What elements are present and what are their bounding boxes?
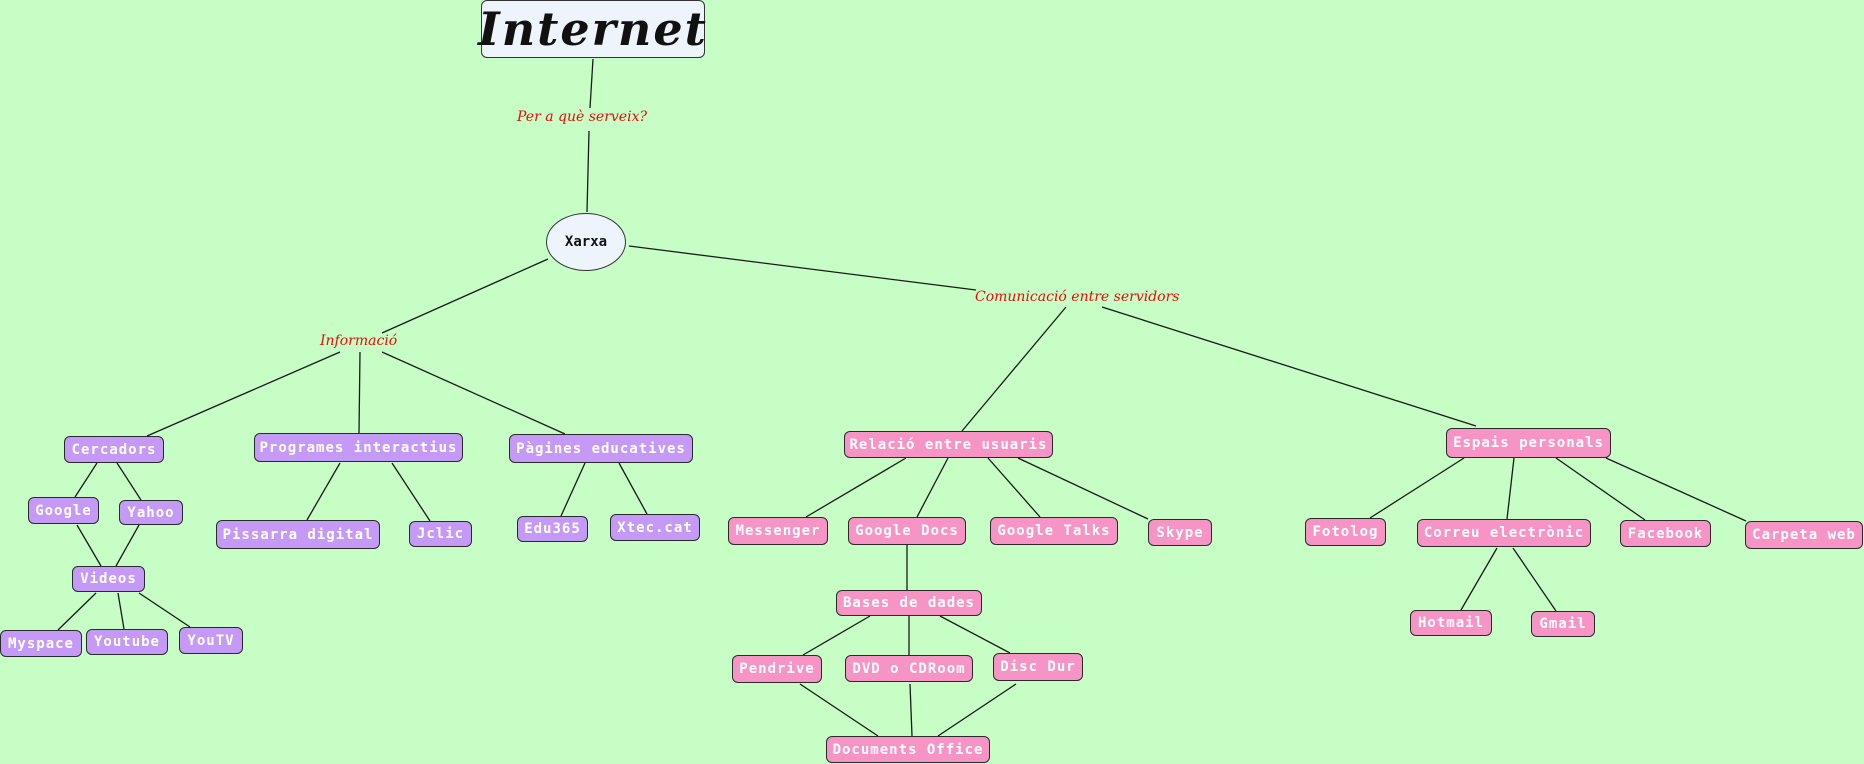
edge (138, 592, 191, 628)
edge (1369, 457, 1465, 519)
edge (589, 58, 594, 109)
node-edu365[interactable]: Edu365 (517, 516, 588, 542)
edge (909, 683, 913, 737)
edge (57, 592, 97, 631)
link-label-communication: Comunicació entre servidors (975, 289, 1180, 305)
edge (116, 462, 142, 501)
node-myspace[interactable]: Myspace (0, 630, 82, 657)
edge (146, 351, 341, 437)
edge (586, 130, 590, 213)
node-google-docs[interactable]: Google Docs (848, 517, 966, 545)
edge (1605, 457, 1747, 522)
edge (939, 615, 1011, 654)
edge (76, 524, 102, 567)
edge (117, 592, 125, 630)
link-label-info: Informació (320, 333, 398, 349)
node-bases-de-dades[interactable]: Bases de dades (836, 590, 982, 616)
node-gmail[interactable]: Gmail (1531, 611, 1595, 637)
edge (1101, 306, 1477, 427)
node-dvd-o-cdroom[interactable]: DVD o CDRoom (845, 655, 973, 682)
node-facebook[interactable]: Facebook (1620, 520, 1711, 547)
edge (1512, 547, 1557, 612)
edge (961, 306, 1067, 432)
node-pissarra-digital[interactable]: Pissarra digital (216, 520, 380, 549)
node-youtube[interactable]: Youtube (86, 629, 168, 655)
root-node-internet[interactable]: Internet (478, 0, 708, 58)
node-youtv[interactable]: YouTV (179, 627, 243, 654)
node-cercadors[interactable]: Cercadors (64, 436, 164, 463)
node-fotolog[interactable]: Fotolog (1305, 518, 1386, 546)
node-programes-interactius[interactable]: Programes interactius (254, 433, 463, 462)
edge (560, 462, 586, 517)
node-relacio-entre-usuaris[interactable]: Relació entre usuaris (844, 431, 1053, 458)
edge (358, 351, 361, 434)
node-videos[interactable]: Videos (72, 566, 145, 592)
center-node-xarxa[interactable]: Xarxa (546, 213, 626, 271)
node-yahoo[interactable]: Yahoo (119, 500, 183, 525)
node-pendrive[interactable]: Pendrive (732, 655, 822, 683)
edge (802, 615, 871, 656)
node-correu-electronic[interactable]: Correu electrònic (1417, 519, 1591, 547)
link-label-purpose: Per a què serveix? (517, 109, 647, 125)
edge (937, 683, 1017, 737)
node-carpeta-web[interactable]: Carpeta web (1745, 521, 1863, 549)
edge (115, 524, 140, 567)
node-messenger[interactable]: Messenger (728, 517, 828, 545)
edge (987, 457, 1041, 518)
edge (618, 462, 648, 515)
edge (74, 462, 98, 498)
edge (916, 457, 949, 518)
edge (1506, 457, 1515, 520)
node-jclic[interactable]: Jclic (409, 521, 472, 547)
node-google[interactable]: Google (28, 497, 99, 524)
edge (628, 245, 977, 291)
node-xtec-cat[interactable]: Xtec.cat (610, 514, 700, 541)
node-pagines-educatives[interactable]: Pàgines educatives (509, 434, 693, 463)
node-hotmail[interactable]: Hotmail (1410, 610, 1492, 636)
node-disc-dur[interactable]: Disc Dur (993, 653, 1083, 681)
edge (799, 683, 879, 737)
edge (805, 457, 907, 518)
edge (1017, 457, 1149, 520)
node-skype[interactable]: Skype (1148, 519, 1212, 546)
edge (1555, 457, 1646, 521)
edge (306, 462, 341, 521)
edge (1460, 547, 1498, 611)
node-espais-personals[interactable]: Espais personals (1446, 428, 1611, 458)
edge (381, 258, 549, 334)
edge (391, 462, 431, 522)
edge (381, 351, 566, 435)
node-documents-office[interactable]: Documents Office (826, 736, 990, 763)
node-google-talks[interactable]: Google Talks (990, 517, 1118, 545)
